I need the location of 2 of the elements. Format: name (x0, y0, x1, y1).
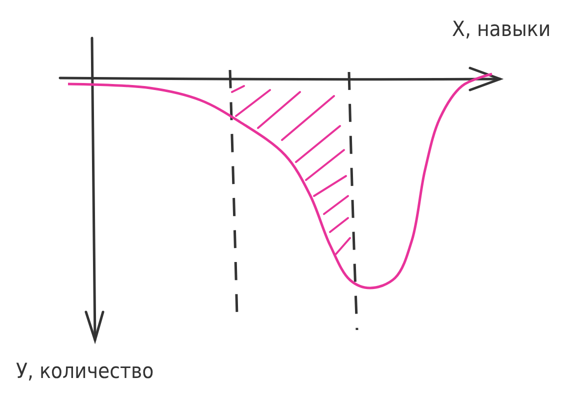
axis-label: X, навыки (452, 18, 551, 42)
axis-label: У, количество (16, 360, 154, 384)
